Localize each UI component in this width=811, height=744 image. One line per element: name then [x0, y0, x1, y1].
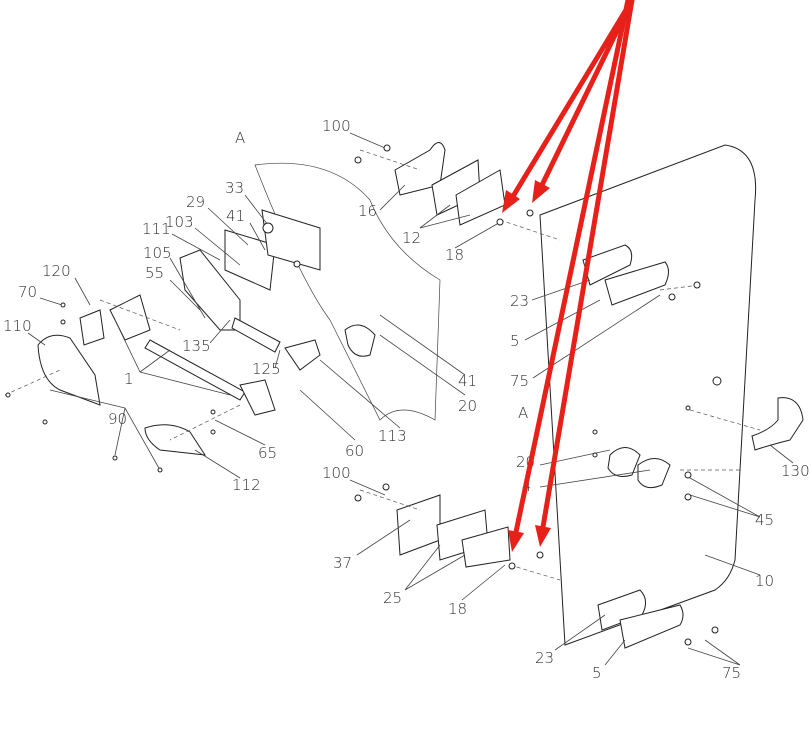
label-55: 55	[145, 264, 164, 282]
label-120: 120	[42, 262, 71, 280]
label-113: 113	[378, 427, 407, 445]
label-20-upper: 20	[458, 397, 477, 415]
plate-4	[637, 458, 671, 489]
hinge-plate-25b	[461, 526, 511, 568]
handle-130	[751, 397, 804, 451]
label-135: 135	[182, 337, 211, 355]
rod-1	[144, 339, 246, 401]
label-111: 111	[142, 220, 171, 238]
fasteners	[5, 144, 722, 646]
arrow-head	[535, 525, 551, 547]
label-23-upper: 23	[510, 292, 529, 310]
lock-cover-110	[37, 334, 101, 406]
arrow-head	[508, 530, 524, 552]
label-41-right: 41	[458, 372, 477, 390]
label-90: 90	[108, 410, 127, 428]
arrow-to-lower-18b	[540, 0, 635, 530]
label-5-lower: 5	[592, 664, 602, 682]
hinge-plate-37	[396, 494, 441, 556]
latch-113	[284, 339, 321, 371]
hinge-5-upper	[604, 261, 669, 306]
hinge-23-upper	[582, 244, 633, 286]
label-18-top: 18	[445, 246, 464, 264]
label-75-lower: 75	[722, 664, 741, 682]
label-33: 33	[225, 179, 244, 197]
highlight-arrows	[502, 0, 635, 552]
label-25: 25	[383, 589, 402, 607]
plate-33	[261, 209, 321, 271]
part-labels: A 100 33 29 41 111 103 105 120 55 70 110…	[3, 117, 810, 682]
plate-20-lower	[607, 447, 641, 477]
label-105: 105	[143, 244, 172, 262]
label-130: 130	[781, 462, 810, 480]
arrow-to-lower-18a	[513, 0, 631, 535]
label-125: 125	[252, 360, 281, 378]
lever-65	[239, 379, 276, 416]
label-5-upper: 5	[510, 332, 520, 350]
inner-panel-a	[254, 162, 441, 421]
label-70: 70	[18, 283, 37, 301]
label-37: 37	[333, 554, 352, 572]
arrow-to-upper-18b	[539, 0, 635, 188]
plate-20-upper	[344, 324, 376, 357]
label-29: 29	[186, 193, 205, 211]
label-65: 65	[258, 444, 277, 462]
label-110: 110	[3, 317, 32, 335]
label-75-upper: 75	[510, 372, 529, 390]
label-12: 12	[402, 229, 421, 247]
lock-body-120	[79, 309, 105, 346]
label-100-bottom: 100	[322, 464, 351, 482]
hinge-plate-16	[394, 142, 446, 196]
arrow-head	[532, 180, 550, 203]
bracket-1	[109, 294, 151, 341]
label-a-mid: A	[518, 404, 528, 422]
label-a-top: A	[235, 129, 245, 147]
label-1: 1	[124, 370, 134, 388]
label-23-lower: 23	[535, 649, 554, 667]
arrow-head	[502, 190, 520, 213]
label-45: 45	[755, 511, 774, 529]
label-103: 103	[165, 213, 194, 231]
arrow-to-upper-18a	[509, 0, 635, 201]
label-10: 10	[755, 572, 774, 590]
label-16: 16	[358, 202, 377, 220]
label-60: 60	[345, 442, 364, 460]
hinge-5-lower	[619, 604, 684, 649]
label-41-left: 41	[226, 207, 245, 225]
label-18-bottom: 18	[448, 600, 467, 618]
label-112: 112	[232, 476, 261, 494]
door-panel-10	[539, 144, 757, 646]
cover-112	[144, 424, 206, 456]
latch-125	[231, 317, 281, 353]
label-100-top: 100	[322, 117, 351, 135]
